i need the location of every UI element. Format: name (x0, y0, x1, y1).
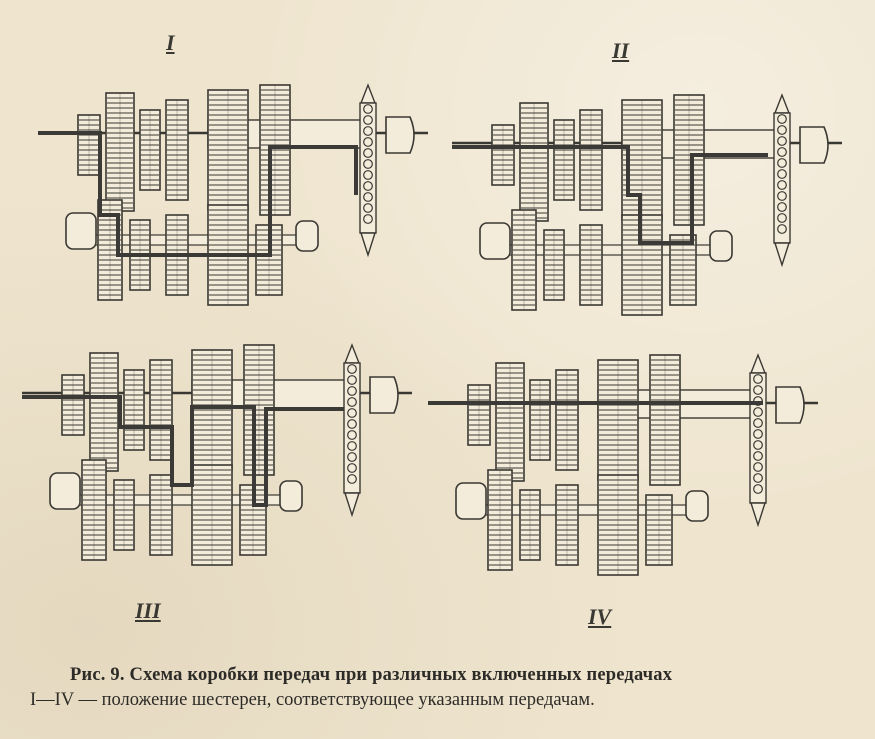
caption-line-1: Рис. 9. Схема коробки передач при различ… (70, 665, 673, 685)
gearbox-diagram-II (452, 93, 842, 316)
gearbox-diagram-IV (428, 353, 818, 576)
figure-caption: Рис. 9. Схема коробки передач при различ… (30, 663, 850, 713)
caption-line-2: I—IV — положение шестерен, соответствующ… (30, 690, 595, 710)
gearbox-diagrams (22, 83, 842, 576)
label-II: II (612, 38, 630, 63)
gearbox-diagram-III (22, 343, 412, 566)
gearbox-diagram-I (38, 83, 428, 306)
label-I: I (166, 30, 175, 55)
label-IV: IV (588, 604, 612, 629)
label-III: III (135, 598, 161, 623)
